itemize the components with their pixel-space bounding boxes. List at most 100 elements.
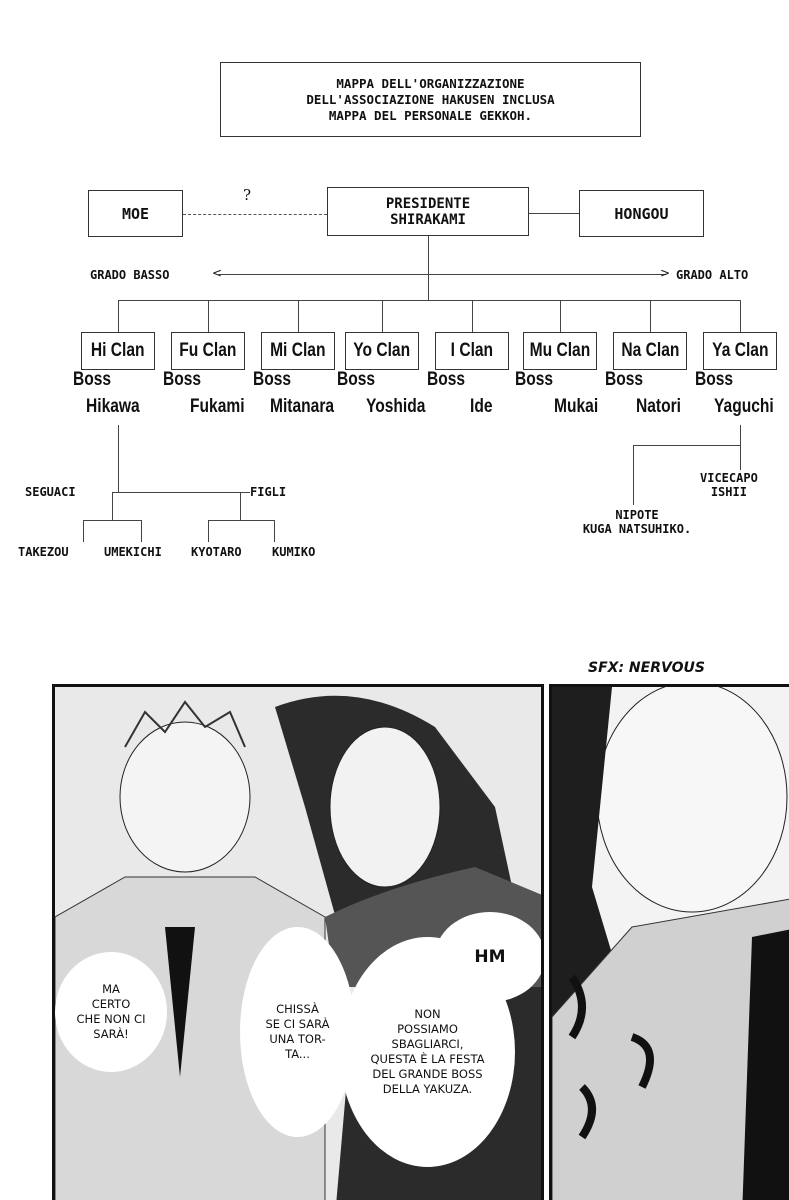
manga-panel-right	[549, 684, 789, 1200]
bubble-line: QUESTA È LA FESTA	[370, 1052, 485, 1066]
clan-leader-name: Hikawa	[86, 396, 140, 417]
clan-name: Ya Clan	[711, 340, 769, 361]
boss-label: Boss	[427, 369, 466, 390]
clan-leader-name: Natori	[636, 396, 682, 417]
vice-line: VICECAPO	[700, 471, 758, 485]
panel-art	[552, 687, 789, 1200]
bubble-line: POSSIAMO	[397, 1022, 458, 1036]
title-line: MAPPA DEL PERSONALE GEKKOH.	[328, 107, 533, 123]
clan-leader-name: Mitanara	[270, 396, 335, 417]
bubble-line: SARÀ!	[93, 1027, 129, 1041]
line	[208, 520, 274, 522]
nephew-line: KUGA NATSUHIKO.	[582, 522, 692, 536]
hikawa-stem	[118, 425, 120, 493]
bubble-line: CERTO	[91, 997, 131, 1011]
clan-stem	[298, 300, 300, 332]
clan-box: Hi Clan	[81, 332, 155, 370]
clan-leader-name: Mukai	[554, 396, 599, 417]
line	[633, 445, 635, 505]
boss-label: Boss	[695, 369, 734, 390]
clan-stem	[740, 300, 742, 332]
arrow-right-icon: >	[660, 266, 671, 280]
president-line: PRESIDENTE	[385, 195, 471, 212]
clan-box: Ya Clan	[703, 332, 777, 370]
clan-name: Fu Clan	[179, 340, 237, 361]
clan-box: I Clan	[435, 332, 509, 370]
bubble-line: NON	[414, 1007, 441, 1021]
bubble-line: MA	[102, 982, 120, 996]
bubble-line: CHE NON CI	[76, 1012, 146, 1026]
member-kumiko: KUMIKO	[272, 545, 316, 559]
chart-title-box: MAPPA DELL'ORGANIZZAZIONE DELL'ASSOCIAZI…	[220, 62, 641, 137]
children-label: FIGLI	[250, 485, 287, 499]
clan-name: Na Clan	[620, 340, 680, 361]
clan-box: Fu Clan	[171, 332, 245, 370]
speech-bubble-hm: HM	[435, 912, 541, 1002]
line	[274, 520, 276, 542]
dashed-link	[183, 214, 327, 215]
bubble-line: SBAGLIARCI,	[391, 1037, 464, 1051]
clan-name: Yo Clan	[353, 340, 411, 361]
boss-label: Boss	[253, 369, 292, 390]
sfx-caption: SFX: NERVOUS	[588, 660, 705, 676]
clan-name: Mi Clan	[270, 340, 326, 361]
boss-label: Boss	[163, 369, 202, 390]
hikawa-branch	[112, 492, 250, 494]
clan-name: I Clan	[450, 340, 494, 361]
line	[83, 520, 141, 522]
boss-label: Boss	[73, 369, 112, 390]
president-line: SHIRAKAMI	[390, 211, 466, 228]
clan-stem	[560, 300, 562, 332]
clan-leader-name: Yoshida	[366, 396, 426, 417]
title-line: MAPPA DELL'ORGANIZZAZIONE	[336, 75, 525, 91]
rank-high-label: GRADO ALTO	[676, 268, 749, 282]
member-kyotaro: KYOTARO	[191, 545, 242, 559]
line	[83, 520, 85, 542]
line	[633, 445, 741, 447]
bubble-line: CHISSÀ	[276, 1002, 319, 1016]
clan-leader-name: Fukami	[190, 396, 245, 417]
clan-box: Mi Clan	[261, 332, 335, 370]
clan-stem	[382, 300, 384, 332]
moe-label: MOE	[121, 204, 150, 223]
bubble-line: UNA TOR-	[269, 1032, 326, 1046]
hongou-box: HONGOU	[579, 190, 704, 237]
unknown-mark: ?	[243, 186, 252, 204]
clan-name: Mu Clan	[529, 340, 591, 361]
boss-label: Boss	[515, 369, 554, 390]
president-stem	[428, 236, 430, 300]
clan-stem	[650, 300, 652, 332]
title-line: DELL'ASSOCIAZIONE HAKUSEN INCLUSA	[306, 91, 555, 107]
hongou-label: HONGOU	[614, 204, 669, 223]
clan-stem	[472, 300, 474, 332]
bubble-line: DELLA YAKUZA.	[382, 1082, 473, 1096]
rank-low-label: GRADO BASSO	[90, 268, 170, 282]
line	[141, 520, 143, 542]
clan-stem	[208, 300, 210, 332]
boss-label: Boss	[337, 369, 376, 390]
moe-box: MOE	[88, 190, 183, 237]
member-umekichi: UMEKICHI	[104, 545, 162, 559]
clan-name: Hi Clan	[91, 340, 145, 361]
line	[112, 492, 114, 520]
clan-box: Na Clan	[613, 332, 687, 370]
rank-axis	[216, 274, 666, 276]
line	[208, 520, 210, 542]
clan-bus-line	[118, 300, 741, 302]
vice-line: ISHII	[710, 485, 747, 499]
member-takezou: TAKEZOU	[18, 545, 69, 559]
boss-label: Boss	[605, 369, 644, 390]
bubble-line: TA...	[285, 1047, 310, 1061]
bubble-line: HM	[474, 946, 506, 967]
arrow-left-icon: <	[212, 266, 223, 280]
clan-box: Mu Clan	[523, 332, 597, 370]
yaguchi-stem	[740, 425, 742, 470]
line	[240, 492, 242, 520]
